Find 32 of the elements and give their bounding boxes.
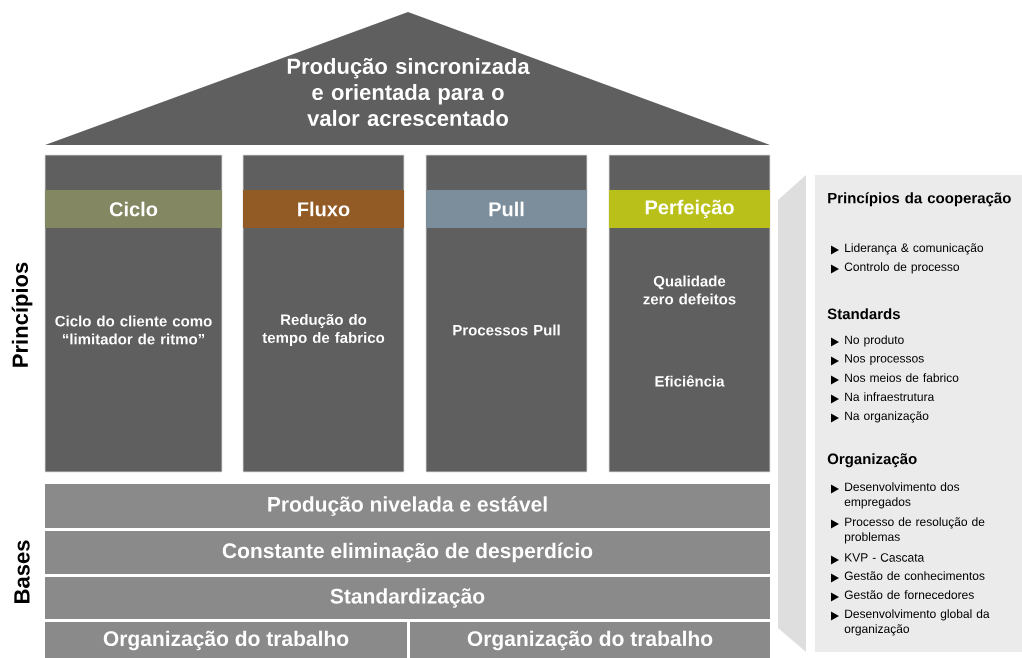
pillar-text: Redução do tempo de fabrico xyxy=(262,314,385,346)
pillar-text: Qualidade zero defeitos xyxy=(643,275,736,305)
pillar-text: Processos Pull xyxy=(453,324,560,336)
base-band: Constante eliminação de desperdício xyxy=(45,531,770,574)
base-band: Produção nivelada e estável xyxy=(45,484,770,528)
base-band: Organização do trabalho xyxy=(45,622,407,658)
bullet-item: Liderança & comunicação xyxy=(831,243,984,255)
bullet-item: KVP - Cascata xyxy=(831,553,925,565)
roof: Produção sincronizada e orientada para o valor acrescentado xyxy=(45,12,770,145)
bullet-item: Desenvolvimento global da organização xyxy=(831,609,990,636)
bullet-item: Nos processos xyxy=(831,354,924,366)
panel-heading: Princípios da cooperação xyxy=(828,192,1011,207)
pillar-header: Pull xyxy=(426,190,587,228)
side-label: Bases xyxy=(14,540,30,603)
bullet-item: Gestão de conhecimentos xyxy=(831,571,985,583)
bullet-item: Nos meios de fabrico xyxy=(831,373,959,385)
pillar-text: Eficiência xyxy=(655,375,725,387)
base-band: Organização do trabalho xyxy=(410,622,770,658)
pillar-header: Fluxo xyxy=(243,190,404,228)
bullet-item: Gestão de fornecedores xyxy=(831,590,974,602)
panel-heading: Organização xyxy=(827,453,917,468)
bullet-item: Desenvolvimento dos empregados xyxy=(831,482,960,509)
bullet-item: Processo de resolução de problemas xyxy=(831,517,985,544)
pillar-header: Perfeição xyxy=(609,190,770,228)
bullet-item: Na infraestrutura xyxy=(831,392,935,404)
bullet-item: No produto xyxy=(831,335,904,347)
pillar-header: Ciclo xyxy=(45,190,222,228)
panel-heading: Standards xyxy=(827,308,900,320)
bullet-item: Na organização xyxy=(831,411,929,423)
bullet-item: Controlo de processo xyxy=(831,262,960,274)
pillar-text: Ciclo do cliente como “limitador de ritmo” xyxy=(55,315,212,345)
base-band: Standardização xyxy=(45,577,770,619)
